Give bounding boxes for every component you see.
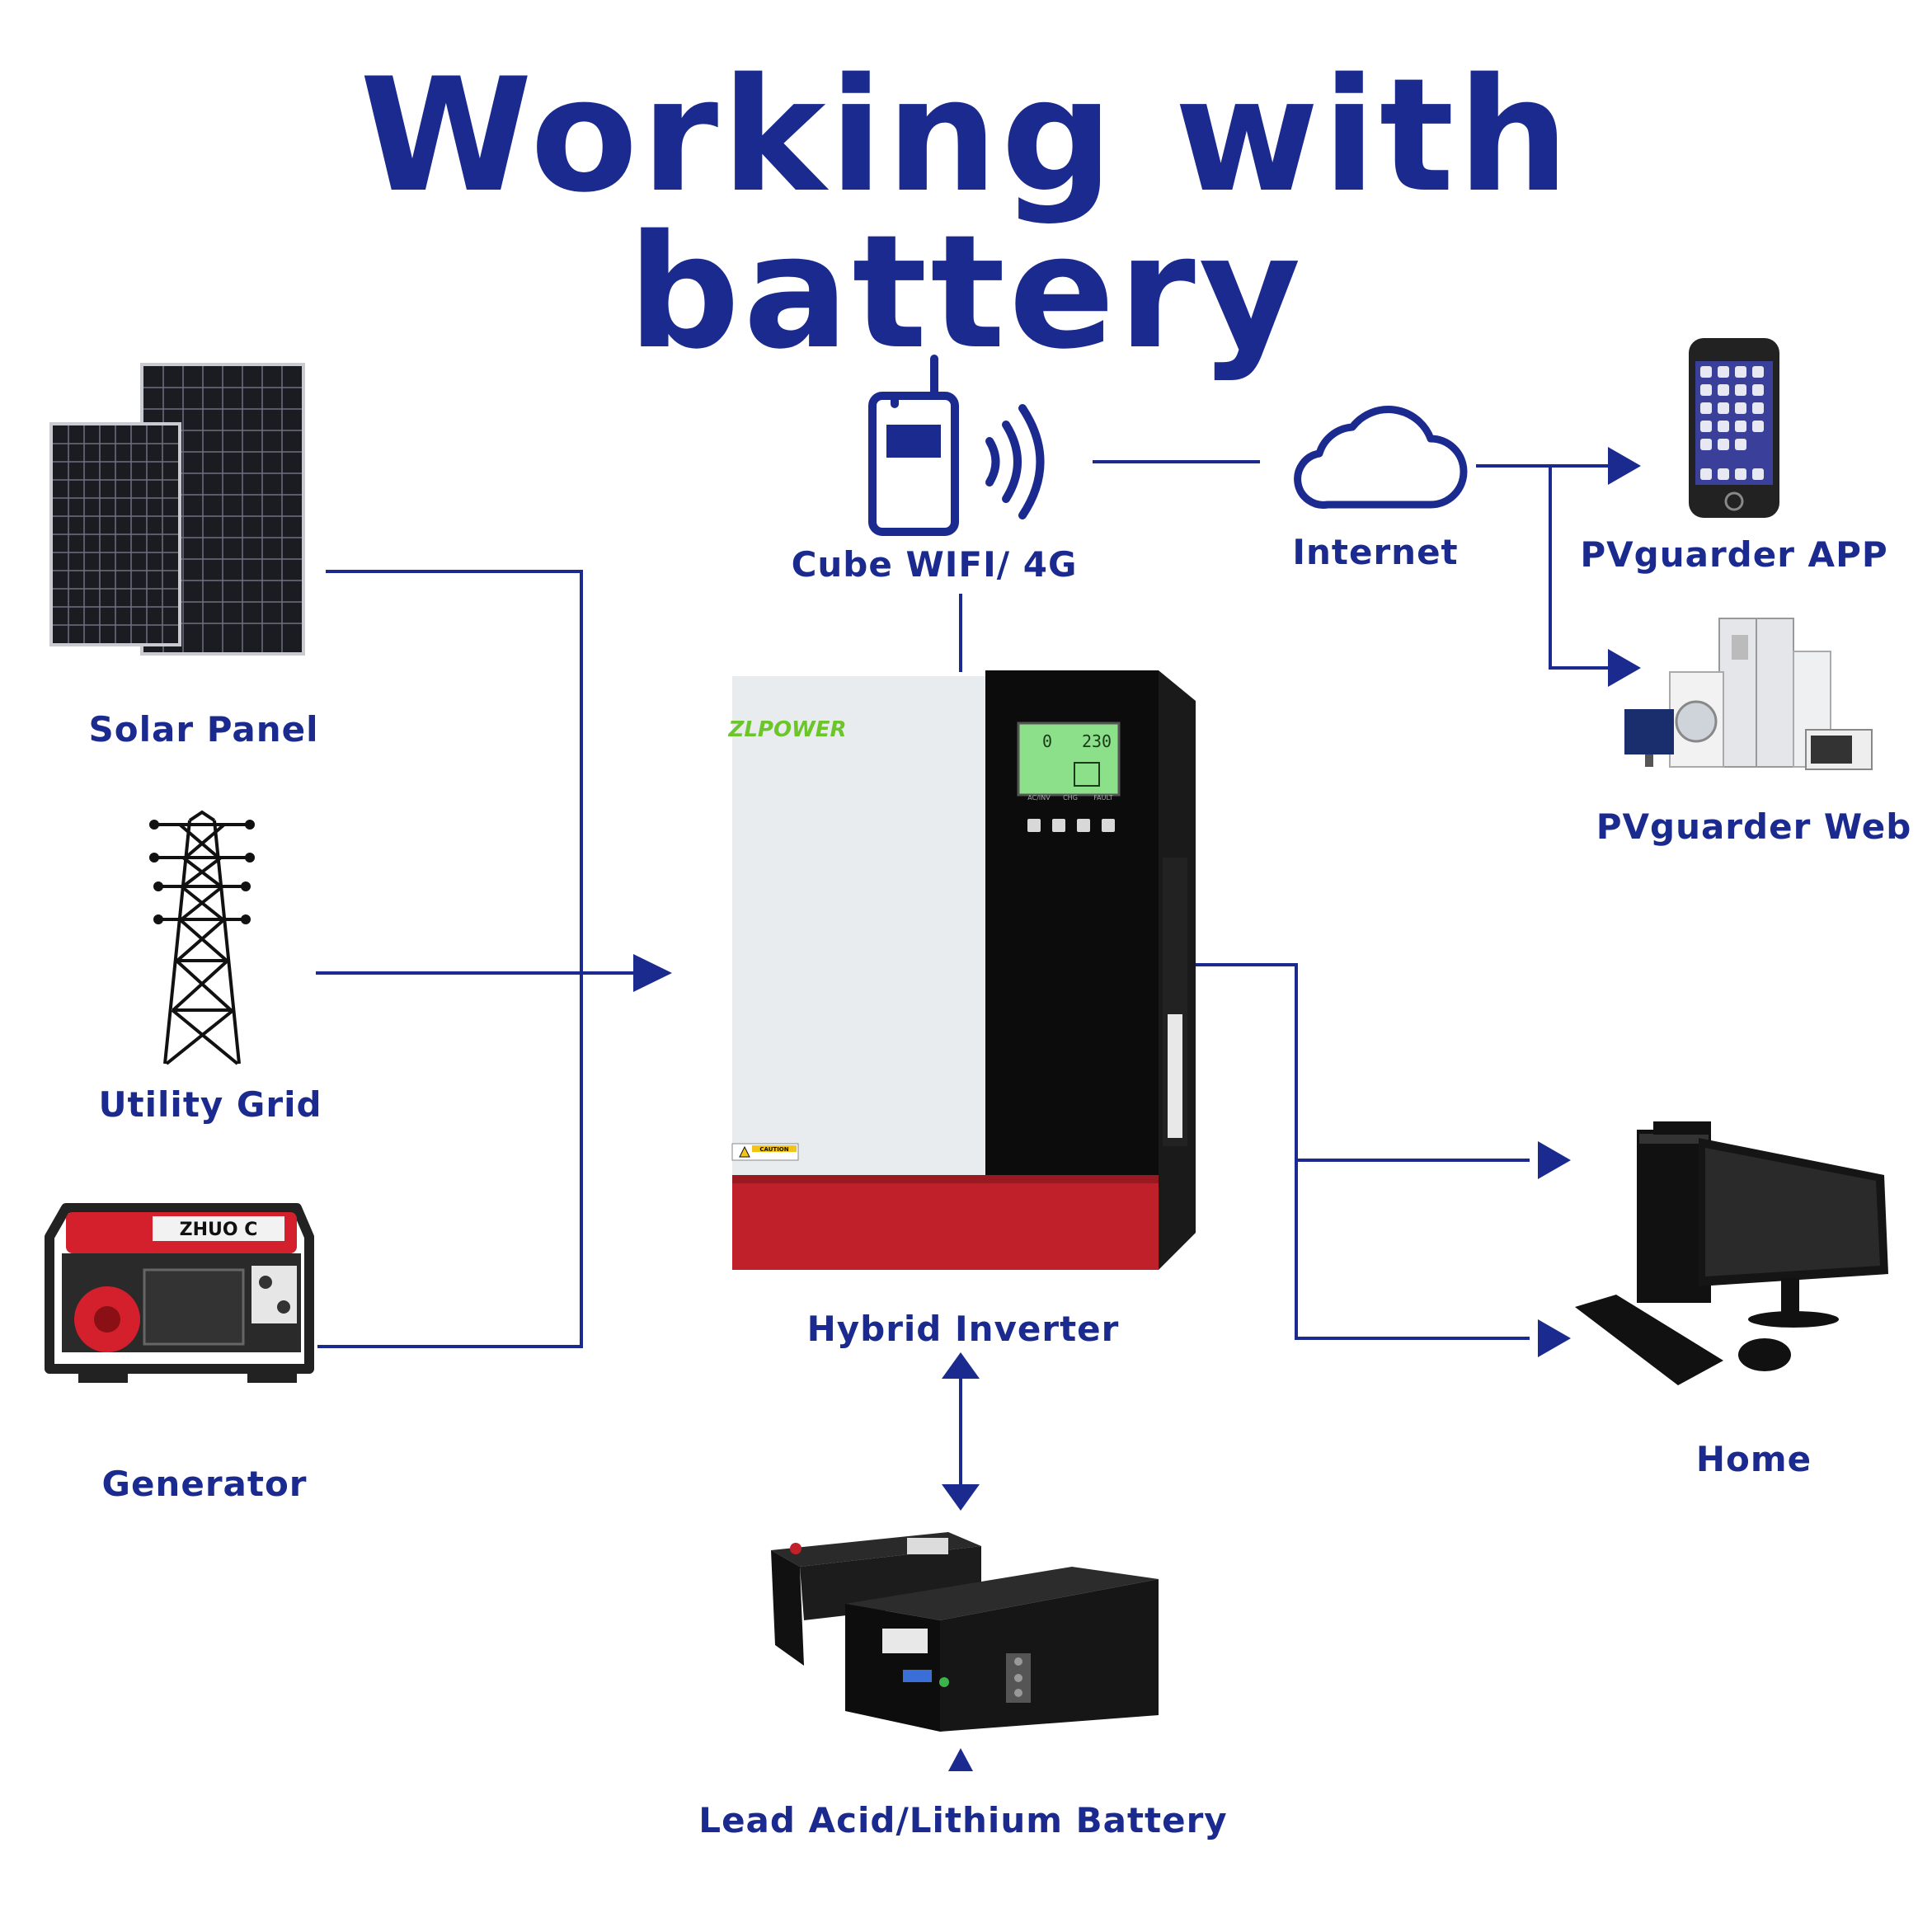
app-label: PVguarder APP [1580, 534, 1888, 575]
arrow-up-battery-label [948, 1748, 973, 1771]
web-label: PVguarder Web [1596, 806, 1912, 847]
inverter-label: Hybrid Inverter [806, 1309, 1120, 1349]
connector-lines [316, 460, 1612, 1484]
smartphone-icon [1689, 338, 1779, 518]
cube-wifi-label: Cube WIFI/ 4G [791, 544, 1078, 585]
solar-panel-label: Solar Panel [88, 709, 319, 750]
indicator-label: CHG [1063, 794, 1078, 801]
lcd-right-value: 230 [1082, 731, 1112, 751]
generator-brand: ZHUO C [180, 1220, 258, 1240]
inverter-button[interactable] [1027, 819, 1041, 832]
indicator-label: FAULT [1093, 794, 1113, 801]
home-label: Home [1695, 1439, 1812, 1479]
arrow-to-app [1608, 447, 1641, 485]
inverter-to-home-line [1187, 963, 1530, 1340]
internet-label: Internet [1292, 532, 1459, 572]
solar-to-bus-line [317, 570, 583, 1348]
caution-label: CAUTION [759, 1146, 788, 1153]
arrow-down-battery [942, 1484, 980, 1511]
arrowheads [633, 447, 1641, 1771]
arrow-to-computer [1538, 1141, 1571, 1179]
generator-icon: ZHUO C [45, 1203, 314, 1383]
arrow-to-inverter [633, 954, 672, 992]
arrow-up-inverter [942, 1352, 980, 1379]
transmission-tower-icon [149, 810, 255, 1065]
arrow-to-home [1538, 1319, 1571, 1357]
battery-label: Lead Acid/Lithium Battery [698, 1800, 1228, 1840]
internet-to-devices-line [1476, 464, 1612, 670]
home-appliances-icon [1624, 618, 1873, 770]
battery-icon [771, 1532, 1159, 1732]
indicator-label: AC/INV [1027, 794, 1051, 801]
inverter-button[interactable] [1102, 819, 1115, 832]
utility-grid-label: Utility Grid [98, 1084, 322, 1125]
arrow-to-web [1608, 649, 1641, 687]
page-title: Working with battery [360, 45, 1572, 383]
cloud-icon [1294, 406, 1468, 509]
inverter-brand-logo: ZLPOWER [727, 717, 846, 742]
inverter-button[interactable] [1077, 819, 1090, 832]
lcd-left-value: 0 [1042, 731, 1052, 751]
inverter-button[interactable] [1052, 819, 1065, 832]
hybrid-inverter-icon: ZLPOWER 0 230 AC/INV CHG FAULT CAUTION [727, 670, 1196, 1270]
desktop-computer-icon [1575, 1121, 1888, 1385]
solar-panel-icon [49, 363, 305, 656]
wifi-module-icon [868, 355, 1045, 536]
generator-label: Generator [101, 1464, 308, 1504]
